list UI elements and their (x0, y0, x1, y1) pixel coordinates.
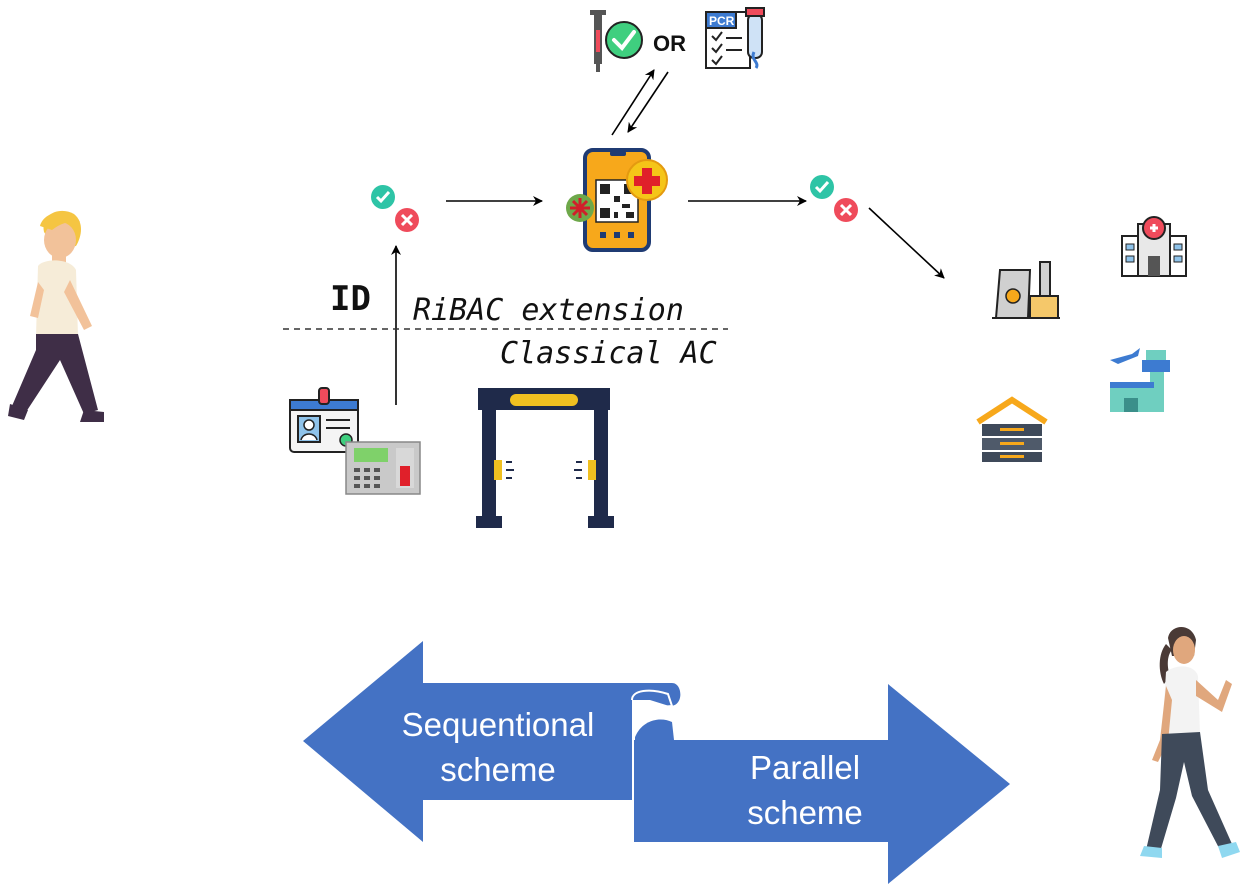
id-badge-icon (289, 387, 359, 453)
keypad-terminal-icon (345, 441, 421, 495)
nuclear-plant-icon (992, 261, 1060, 319)
decision-indicator-left (371, 185, 419, 232)
parallel-label-line2: scheme (747, 794, 863, 831)
airport-tower-icon (1110, 348, 1170, 412)
pcr-tag-label: PCR (709, 14, 735, 28)
data-warehouse-icon (976, 396, 1048, 462)
metal-detector-gate-icon (476, 388, 614, 528)
classical-ac-label: Classical AC (500, 336, 717, 371)
or-label: OR (653, 31, 686, 56)
sequential-label-line1: Sequentional (402, 706, 595, 743)
pcr-test-report-icon: PCR (705, 7, 765, 69)
phone-qr-health-pass-icon (566, 148, 668, 252)
sequential-scheme-arrow (303, 641, 681, 842)
bidirectional-arrows (611, 69, 669, 136)
hospital-icon (1121, 216, 1187, 277)
parallel-label-line1: Parallel (750, 749, 860, 786)
vaccine-syringe-icon (590, 10, 643, 72)
walking-man-icon (8, 210, 104, 422)
walking-woman-icon (1140, 627, 1240, 858)
ribac-extension-label: RiBAC extension (413, 293, 684, 328)
sequential-label-line2: scheme (440, 751, 556, 788)
parallel-scheme-arrow (634, 684, 1010, 884)
decision-indicator-right (810, 175, 858, 222)
id-label: ID (330, 279, 371, 319)
scroll-fold (631, 689, 674, 741)
flow-arrows (391, 196, 945, 405)
